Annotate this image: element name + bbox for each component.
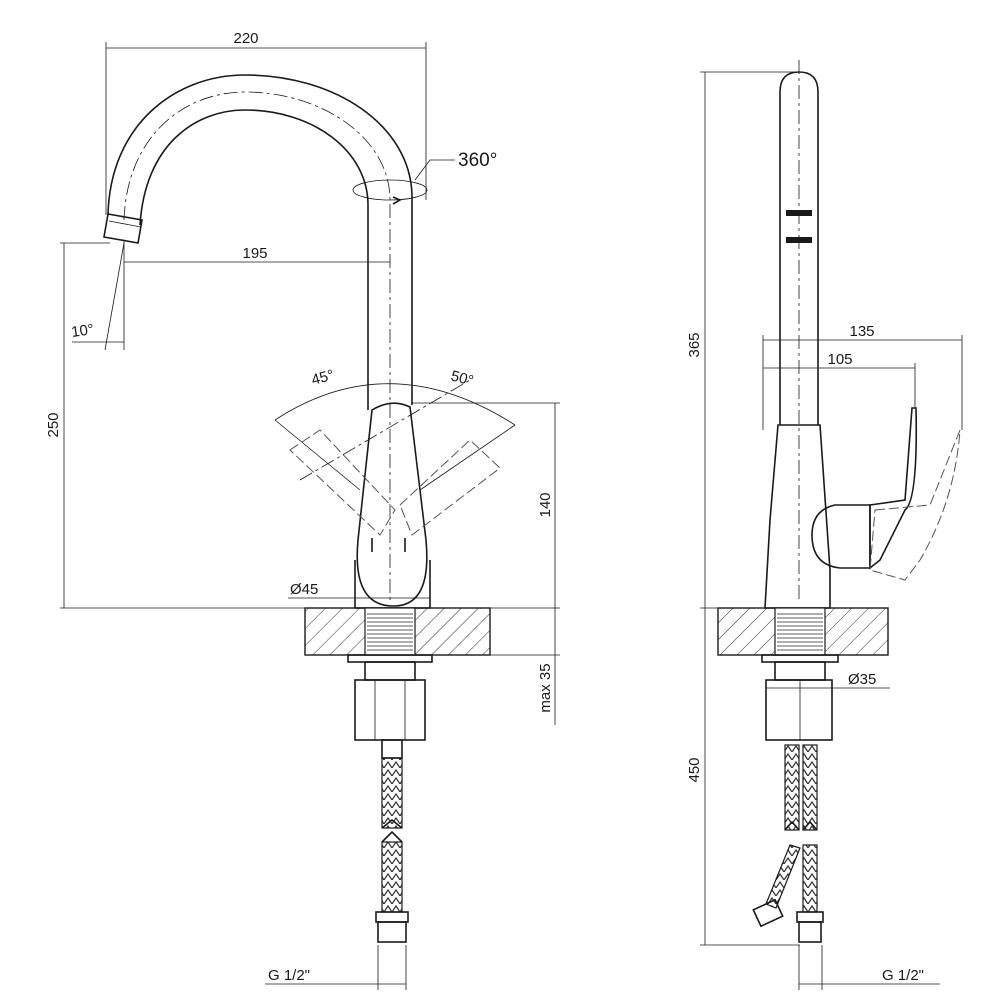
dim-base-diameter: Ø45: [290, 581, 318, 598]
mounting-nut: [354, 679, 426, 741]
dimensions-front: [60, 42, 560, 990]
spout-centerline: [123, 91, 391, 600]
dim-hose-length: 450: [686, 757, 703, 782]
dim-shank-diameter: Ø35: [848, 671, 876, 688]
handle-swing-arc: [274, 383, 516, 426]
washer: [347, 654, 433, 663]
side-mounting-nut: [765, 679, 833, 741]
dim-max-deck: max 35: [537, 663, 554, 712]
hose-fitting: [375, 911, 409, 923]
dim-handle-left-angle: 45°: [310, 367, 336, 389]
handle-right-ghost: [399, 439, 501, 536]
dim-spout-reach: 220: [233, 30, 258, 47]
dim-total-height: 365: [686, 332, 703, 357]
dim-connection-front: G 1/2": [268, 967, 310, 984]
spout-aerator: [103, 213, 143, 244]
side-handle-ghost: [869, 429, 961, 581]
side-hose-b: [802, 744, 818, 831]
dim-outlet-angle: 10°: [70, 321, 95, 341]
side-hose-a: [784, 744, 800, 831]
dim-body-height: 140: [537, 492, 554, 517]
dim-handle-reach-max: 135: [849, 323, 874, 340]
handle-left-ghost: [289, 429, 396, 536]
hose-upper: [381, 757, 403, 829]
side-handle: [869, 407, 918, 570]
hose-lower: [381, 841, 403, 913]
side-hose-straight: [802, 844, 818, 913]
dim-outlet-height: 250: [45, 412, 62, 437]
front-view: 220 360° 195 10° 250 45° 50° 140 Ø45 max…: [45, 30, 560, 990]
dim-handle-right-angle: 50°: [449, 367, 475, 389]
rotation-symbol: [352, 179, 428, 201]
side-hose-bent: [765, 844, 801, 909]
dim-connection-side: G 1/2": [882, 967, 924, 984]
dimensions-side: [700, 71, 963, 990]
side-view: 365 135 105 Ø35 450 G 1/2": [686, 60, 963, 990]
spout-outline: [107, 74, 413, 405]
side-cartridge: [811, 504, 871, 569]
dim-handle-reach: 105: [827, 351, 852, 368]
aerator-ring: [786, 210, 812, 216]
spout-inner-outline: [139, 109, 369, 410]
dim-rotation: 360°: [458, 150, 497, 171]
side-fitting-bent: [752, 898, 784, 928]
dim-outlet-reach: 195: [242, 245, 267, 262]
side-body: [764, 424, 831, 609]
body-outline: [356, 402, 428, 607]
